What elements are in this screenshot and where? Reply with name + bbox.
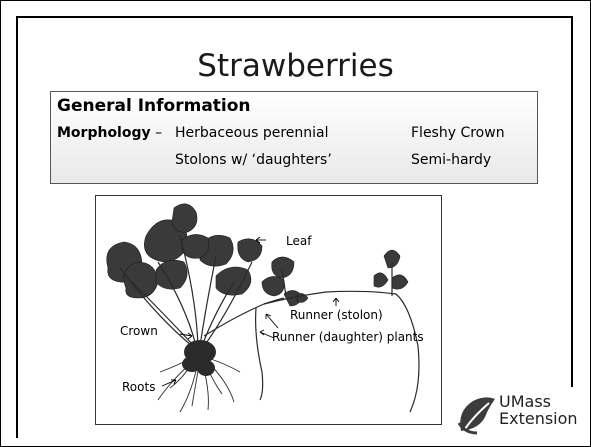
info-col2-item: Semi-hardy [411,152,491,168]
logo-line2: Extension [499,410,578,427]
morphology-dash: – [155,125,162,141]
info-col1-item: Herbaceous perennial [175,125,329,141]
morphology-label: Morphology [57,125,151,141]
logo-text: UMass Extension [499,393,578,427]
info-col1-item: Stolons w/ ‘daughters’ [175,152,332,168]
label-runner-daughter: Runner (daughter) plants [272,330,424,344]
label-leaf: Leaf [286,234,311,248]
umass-extension-logo: UMass Extension [453,387,583,442]
strawberry-plant-photo: Leaf Crown Roots Runner (stolon) Runner … [95,195,442,425]
morphology-row: Morphology – [57,125,162,141]
slide-title: Strawberries [0,48,591,84]
label-crown: Crown [120,324,158,338]
general-info-box: General Information Morphology – Herbace… [50,91,538,184]
label-runner-stolon: Runner (stolon) [290,308,383,322]
info-heading: General Information [57,96,251,116]
logo-line1: UMass [499,393,578,410]
info-col2-item: Fleshy Crown [411,125,505,141]
umass-leaf-icon [455,393,499,437]
label-roots: Roots [122,380,155,394]
